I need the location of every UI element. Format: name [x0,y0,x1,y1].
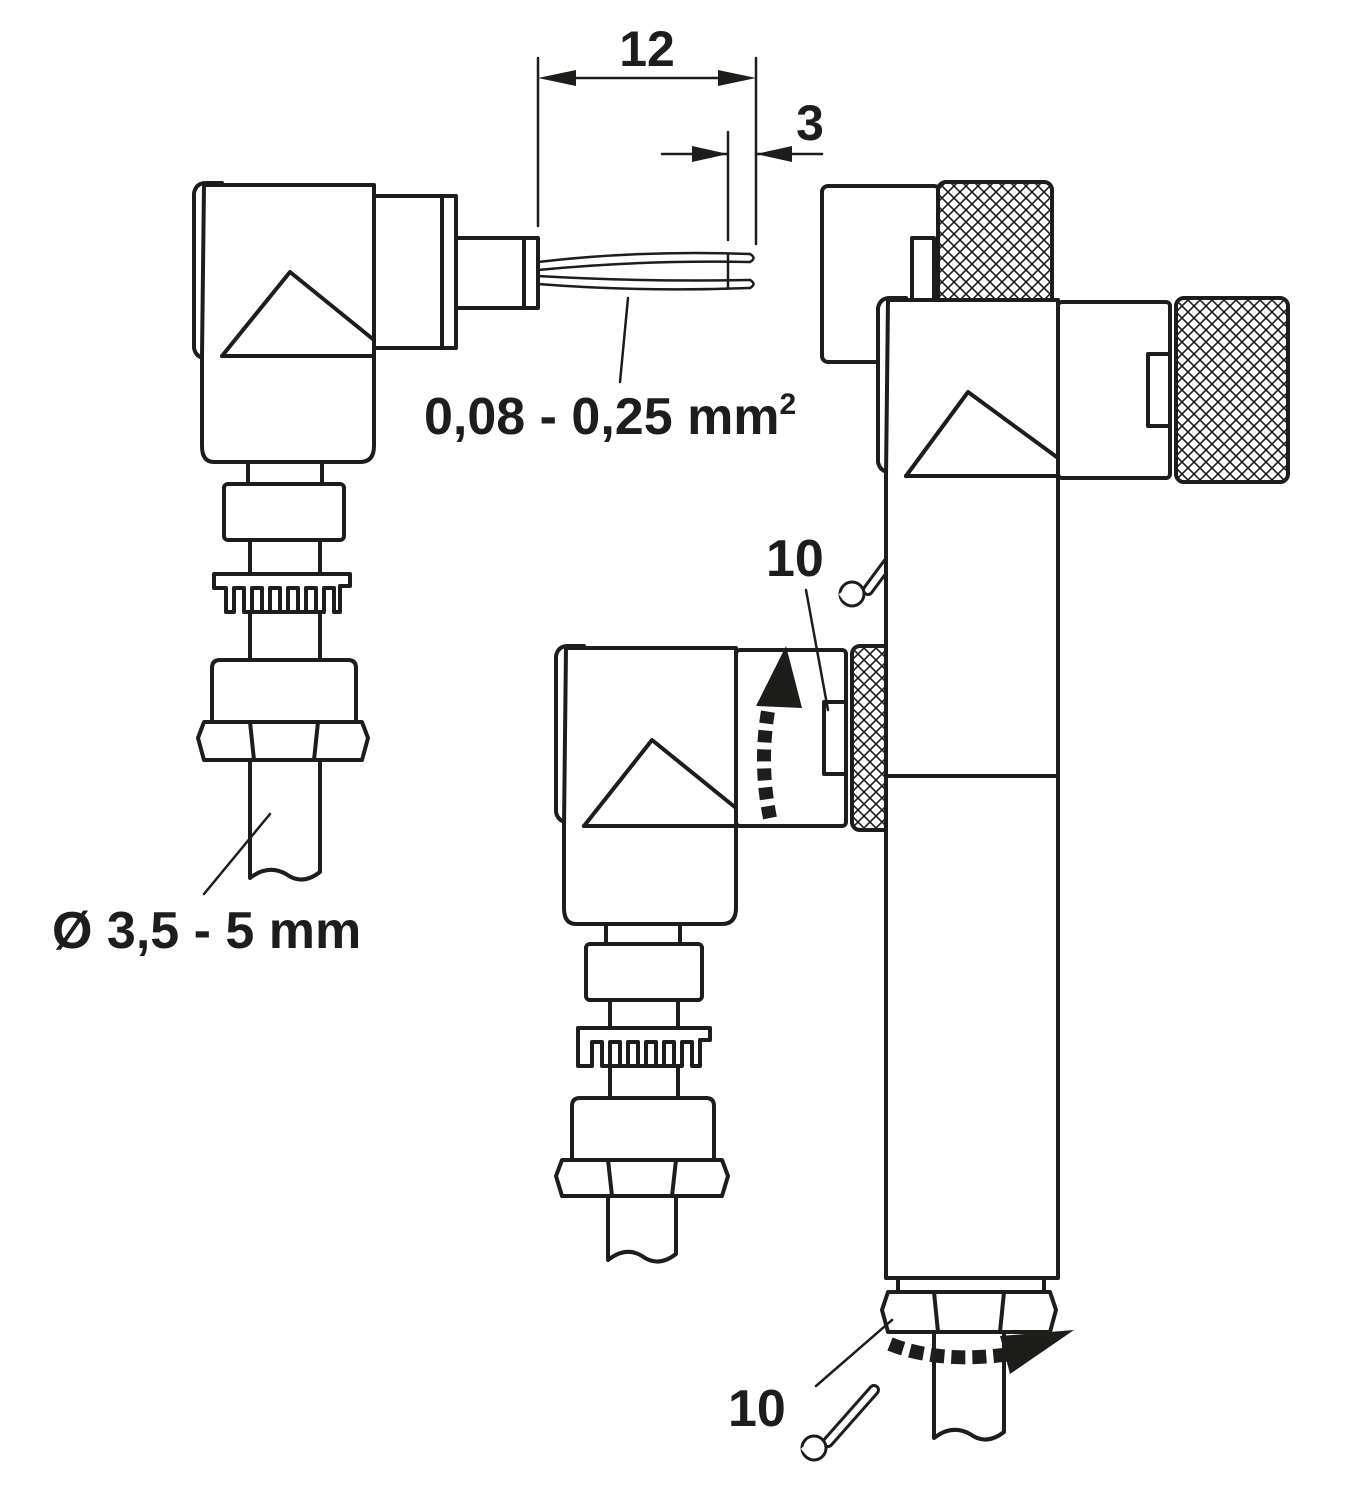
wrench-icon [800,1384,880,1462]
strip-length-label: 12 [619,21,675,77]
wire-cross-section-callout: 0,08 - 0,25 mm2 [424,296,796,446]
dimension-strip-length: 12 [536,21,758,246]
torque-label-top: 10 [766,530,824,588]
dimension-strip-end: 3 [660,95,824,242]
stripped-wires [536,251,755,291]
cable-diameter-label: Ø 3,5 - 5 mm [52,902,361,960]
cable-diameter-callout: Ø 3,5 - 5 mm [52,812,361,960]
wire-cross-section-label: 0,08 - 0,25 mm2 [424,388,796,446]
connector-body-disassembled [192,181,540,464]
cable-assembly-parts [196,460,370,882]
connector-body-step3-lower [880,474,1074,1442]
torque-label-bottom: 10 [728,1380,786,1438]
connector-body-step2 [554,644,968,1264]
torque-callout-bottom: 10 [728,1318,894,1462]
strip-end-label: 3 [796,95,824,151]
